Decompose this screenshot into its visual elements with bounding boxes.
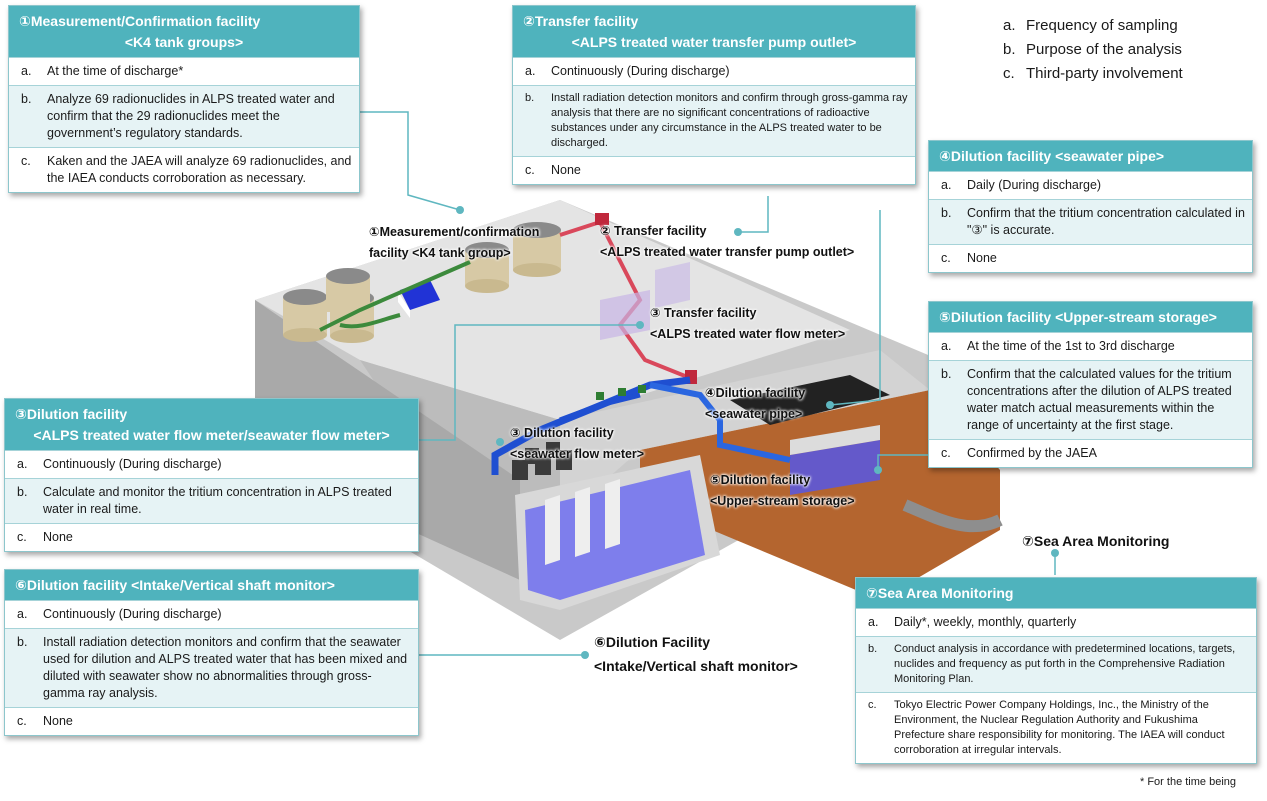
row-b: b.Install radiation detection monitors a… [513,85,915,156]
transfer-building [655,262,690,308]
legend-item: c.Third-party involvement [1003,65,1183,82]
box-measurement-facility: ①Measurement/Confirmation facility<K4 ta… [8,5,360,193]
row-c: c.Kaken and the JAEA will analyze 69 rad… [9,147,359,192]
box-title: ⑥Dilution facility <Intake/Vertical shaf… [5,570,418,600]
box-title: ③Dilution facility<ALPS treated water fl… [5,399,418,450]
row-a: a.Continuously (During discharge) [513,57,915,85]
box-title: ⑤Dilution facility <Upper-stream storage… [929,302,1252,332]
seawater-pipe [559,392,641,423]
partition [605,479,620,549]
earth-block [640,390,1000,600]
box-title: ⑦Sea Area Monitoring [856,578,1256,608]
row-b: b.Install radiation detection monitors a… [5,628,418,707]
row-c: c.None [5,707,418,735]
footnote: * For the time being [1140,776,1236,788]
valves [596,385,646,400]
box-sea-area-monitoring: ⑦Sea Area Monitoring a.Daily*, weekly, m… [855,577,1257,764]
green-pipe [319,260,471,332]
storage-wall [790,425,880,455]
row-b: b.Conduct analysis in accordance with pr… [856,636,1256,692]
box-title: ①Measurement/Confirmation facility<K4 ta… [9,6,359,57]
seawater-pipe [649,382,791,463]
legend-item: a.Frequency of sampling [1003,17,1178,34]
legend: a.Frequency of sampling b.Purpose of the… [1003,14,1183,86]
upstream-storage [790,440,880,495]
row-c: c.None [929,244,1252,272]
label-seawater-flow-meter: ③ Dilution facility<seawater flow meter> [510,426,645,461]
row-a: a.Daily (During discharge) [929,171,1252,199]
row-a: a.Continuously (During discharge) [5,450,418,478]
leader-lines [358,111,1056,656]
box-seawater-pipe: ④Dilution facility <seawater pipe> a.Dai… [928,140,1253,273]
row-c: c.None [5,523,418,551]
row-b: b.Confirm that the tritium concentration… [929,199,1252,244]
row-a: a.Daily*, weekly, monthly, quarterly [856,608,1256,636]
box-transfer-facility: ②Transfer facility<ALPS treated water tr… [512,5,916,185]
row-c: c.Confirmed by the JAEA [929,439,1252,467]
row-a: a.At the time of discharge* [9,57,359,85]
label-intake-monitor: ⑥Dilution Facility<Intake/Vertical shaft… [594,634,798,674]
base-slab-top [255,200,850,420]
label-flow-meter: ③ Transfer facility<ALPS treated water f… [650,306,846,341]
row-b: b.Analyze 69 radionuclides in ALPS treat… [9,85,359,147]
seawater-pipe [491,376,691,475]
leader-dots [456,206,1059,659]
row-a: a.Continuously (During discharge) [5,600,418,628]
box-dilution-flow-meter: ③Dilution facility<ALPS treated water fl… [4,398,419,552]
partition [545,495,560,565]
green-pipe [339,313,401,329]
row-b: b.Calculate and monitor the tritium conc… [5,478,418,523]
k4-tanks [283,222,561,343]
label-seawater-pipe: ④Dilution facility<seawater pipe> [705,386,806,421]
outfall-pipe [902,499,1003,533]
row-c: c.Tokyo Electric Power Company Holdings,… [856,692,1256,763]
legend-item: b.Purpose of the analysis [1003,41,1182,58]
box-upstream-storage: ⑤Dilution facility <Upper-stream storage… [928,301,1253,468]
box-title: ④Dilution facility <seawater pipe> [929,141,1252,171]
pump-house-wall [398,292,410,318]
partition [575,487,590,557]
box-title: ②Transfer facility<ALPS treated water tr… [513,6,915,57]
row-b: b.Confirm that the calculated values for… [929,360,1252,439]
pumps [512,442,572,480]
label-upstream-storage: ⑤Dilution facility<Upper-stream storage> [710,473,855,508]
box-intake-monitor: ⑥Dilution facility <Intake/Vertical shaf… [4,569,419,736]
row-c: c.None [513,156,915,184]
row-a: a.At the time of the 1st to 3rd discharg… [929,332,1252,360]
label-transfer-pump: ② Transfer facility<ALPS treated water t… [600,224,855,259]
dark-area [730,375,890,425]
label-sea-area: ⑦Sea Area Monitoring [1022,533,1170,549]
